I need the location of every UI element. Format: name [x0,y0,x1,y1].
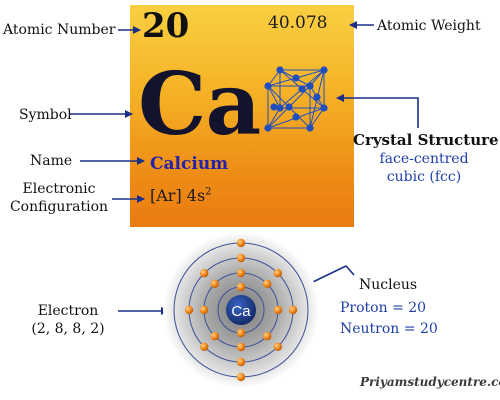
label-electron-shells: (2, 8, 8, 2) [31,321,105,337]
arrow-crystal [336,94,419,128]
pointer-arrows [70,21,419,315]
label-symbol: Symbol [19,107,72,123]
label-proton: Proton = 20 [340,300,427,316]
label-electronic-configuration: Electronic Configuration [4,180,114,216]
electron [200,269,209,278]
electron [263,332,272,341]
element-symbol: Ca [138,54,261,155]
electron [273,305,283,315]
electron [236,268,246,278]
electron [210,332,219,341]
crystal-lattice-atoms [264,66,328,132]
electron [236,282,246,292]
label-electronic-line2: Configuration [9,199,109,215]
electron [236,342,246,352]
electron [236,253,246,263]
config-exponent: 2 [205,186,212,198]
electron [199,305,209,315]
crystal-structure-description: face-centred cubic (fcc) [368,150,480,186]
watermark: Priyamstudycentre.com [360,375,500,389]
atomic-weight: 40.078 [268,13,328,33]
label-electron-title: Electron [37,303,99,319]
electron [210,279,219,288]
electron [273,269,282,278]
electron [236,328,246,338]
label-electron: Electron (2, 8, 8, 2) [30,302,106,338]
atomic-number: 20 [142,6,190,46]
electron [236,238,246,248]
crystal-structure-title: Crystal Structure [353,131,499,149]
crystal-desc-line2: cubic (fcc) [386,169,462,185]
label-name: Name [30,153,73,169]
electron [236,372,246,382]
electron [288,305,298,315]
label-nucleus: Nucleus [359,277,418,293]
label-atomic-weight: Atomic Weight [377,18,481,34]
element-tile [130,5,354,227]
electron [236,357,246,367]
electron [263,279,272,288]
label-neutron: Neutron = 20 [340,321,438,337]
element-name: Calcium [150,154,229,174]
config-core: [Ar] 4s [150,186,206,205]
nucleus-symbol: Ca [231,303,251,320]
nucleus [226,295,256,325]
electron [184,305,194,315]
crystal-desc-line1: face-centred [379,151,469,167]
electron [273,342,282,351]
label-electronic-line1: Electronic [22,181,96,197]
electron-configuration: [Ar] 4s2 [150,186,212,205]
electrons [184,238,298,382]
label-atomic-number: Atomic Number [3,22,116,38]
electron [200,342,209,351]
